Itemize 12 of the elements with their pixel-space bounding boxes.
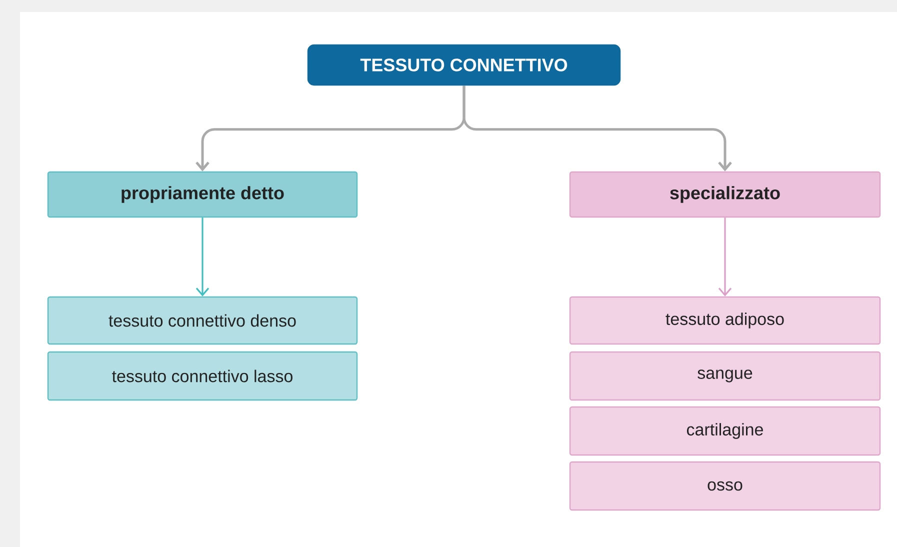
title-box: TESSUTO CONNETTIVO — [307, 44, 621, 86]
arrow — [462, 86, 732, 172]
item-box: tessuto connettivo denso — [47, 296, 358, 345]
arrow — [196, 218, 210, 296]
category-box: propriamente detto — [47, 171, 358, 218]
item-box: cartilagine — [569, 406, 881, 456]
item-box: sangue — [569, 351, 881, 401]
category-box: specializzato — [569, 171, 881, 218]
item-box: tessuto adiposo — [569, 296, 881, 345]
arrow — [718, 218, 732, 296]
item-box: osso — [569, 461, 881, 511]
item-box: tessuto connettivo lasso — [47, 351, 358, 401]
